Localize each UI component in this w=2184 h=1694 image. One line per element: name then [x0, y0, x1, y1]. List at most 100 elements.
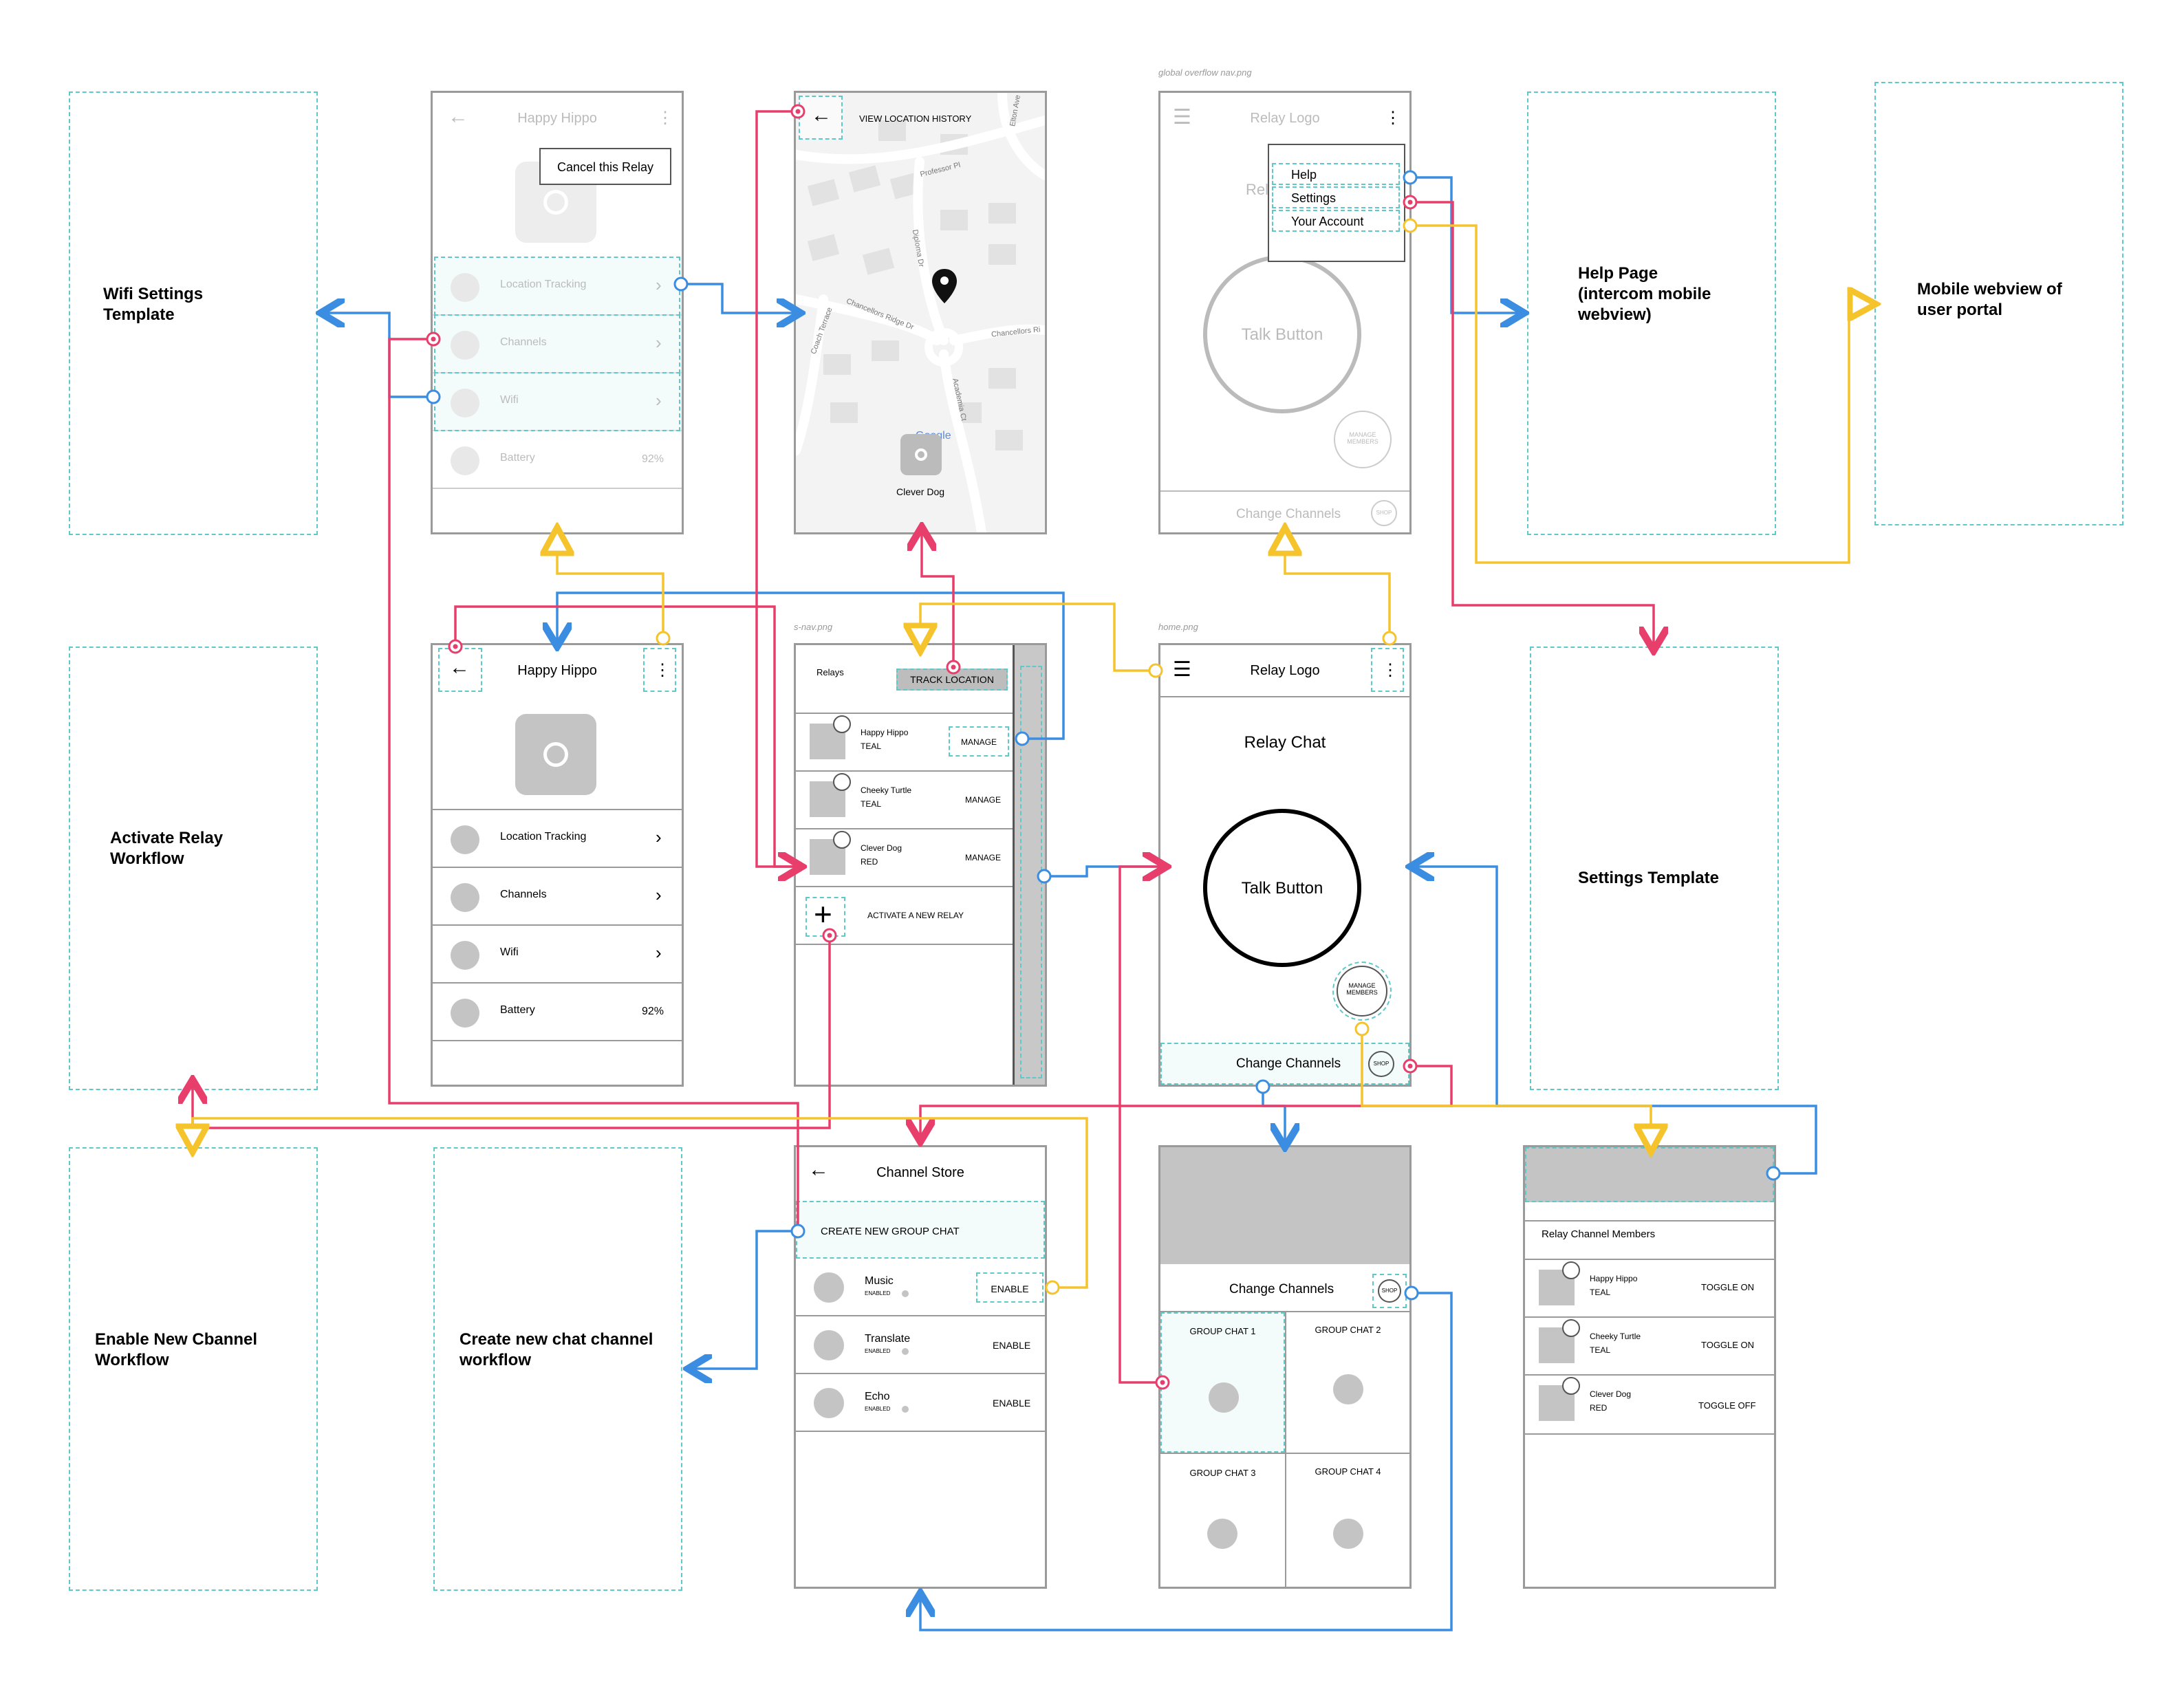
- status-dot: [902, 1406, 909, 1413]
- create-group-chat-button[interactable]: CREATE NEW GROUP CHAT: [796, 1201, 1045, 1259]
- group-chat-icon: [1209, 1382, 1239, 1413]
- shop-button[interactable]: SHOP: [1371, 500, 1397, 526]
- back-button[interactable]: ←: [438, 648, 482, 692]
- connector-line: [1044, 867, 1167, 876]
- manage-label[interactable]: MANAGE: [965, 853, 1002, 862]
- member-color: TEAL: [1590, 1345, 1611, 1355]
- connector-node: [1403, 218, 1418, 233]
- talk-button[interactable]: Talk Button: [1203, 809, 1361, 967]
- drawer-divider: [796, 713, 1013, 714]
- battery-icon: [451, 446, 479, 475]
- connector-line: [1361, 1029, 1651, 1150]
- row-icon: [451, 273, 479, 302]
- group-chat-tile[interactable]: GROUP CHAT 4: [1285, 1454, 1409, 1587]
- enable-channel-workflow-box: Enable New Cbannel Workflow: [69, 1147, 318, 1591]
- location-pin-icon: [932, 269, 957, 303]
- channel-name: Music: [865, 1275, 894, 1287]
- enable-label[interactable]: ENABLE: [993, 1340, 1031, 1351]
- group-chat-icon: [1207, 1519, 1237, 1549]
- group-chat-tile[interactable]: GROUP CHAT 2: [1285, 1312, 1409, 1453]
- group-chat-label: GROUP CHAT 1: [1189, 1326, 1256, 1336]
- member-toggle[interactable]: TOGGLE ON: [1701, 1282, 1755, 1292]
- overflow-menu-icon: ⋮: [1382, 661, 1398, 680]
- chevron-right-icon: ›: [656, 332, 662, 353]
- relay-list-item[interactable]: Cheeky Turtle TEAL MANAGE: [796, 772, 1013, 829]
- row-label: Battery: [500, 452, 535, 464]
- menu-item-your-account[interactable]: Your Account: [1272, 210, 1400, 232]
- row-label: Location Tracking: [500, 831, 587, 843]
- change-channels-label[interactable]: Change Channels: [1236, 507, 1341, 521]
- connector-node: [1404, 1285, 1419, 1301]
- activate-relay-workflow-label: Activate Relay Workflow: [110, 829, 224, 868]
- connector-line: [321, 313, 432, 398]
- app-logo: Relay Logo: [1250, 111, 1320, 126]
- relay-status-circle: [833, 831, 851, 849]
- relay-list-item[interactable]: Clever Dog RED MANAGE: [796, 829, 1013, 887]
- enable-button[interactable]: ENABLE: [976, 1272, 1044, 1303]
- add-button[interactable]: +: [806, 896, 845, 937]
- manage-label[interactable]: MANAGE: [965, 795, 1002, 805]
- channel-status: ENABLED: [865, 1290, 891, 1296]
- channel-list-item[interactable]: Echo ENABLED ENABLE: [796, 1374, 1045, 1432]
- hamburger-icon[interactable]: ☰: [1173, 106, 1191, 129]
- page-title: Relay Channel Members: [1542, 1228, 1656, 1240]
- menu-item-help[interactable]: Help: [1272, 163, 1400, 185]
- menu-item-settings[interactable]: Settings: [1272, 186, 1400, 208]
- channel-list-item[interactable]: Music ENABLED ENABLE: [796, 1259, 1045, 1316]
- hamburger-icon[interactable]: ☰: [1173, 658, 1191, 681]
- list-item[interactable]: Channels ›: [433, 868, 682, 926]
- member-toggle[interactable]: TOGGLE ON: [1701, 1340, 1755, 1350]
- device-thumbnail[interactable]: [900, 434, 942, 475]
- list-item[interactable]: Channels ›: [433, 316, 682, 373]
- manage-members-button[interactable]: MANAGE MEMBERS: [1334, 411, 1392, 468]
- connector-node: [1382, 631, 1397, 646]
- cancel-relay-popup[interactable]: Cancel this Relay: [539, 148, 671, 185]
- overflow-menu-icon[interactable]: ⋮: [1385, 109, 1401, 127]
- list-item[interactable]: Wifi ›: [433, 926, 682, 984]
- member-toggle[interactable]: TOGGLE OFF: [1698, 1400, 1756, 1411]
- relay-name: Clever Dog: [861, 843, 902, 853]
- manage-members-button[interactable]: MANAGE MEMBERS: [1332, 962, 1392, 1021]
- page-title: Channel Store: [876, 1165, 964, 1180]
- relay-status-circle: [833, 715, 851, 733]
- member-list-item[interactable]: Happy Hippo TEAL TOGGLE ON: [1525, 1260, 1774, 1318]
- connector-node: [790, 1224, 806, 1239]
- relay-list-item[interactable]: Happy Hippo TEAL MANAGE: [796, 714, 1013, 772]
- screen-caption: global overflow nav.png: [1158, 67, 1252, 78]
- group-chat-icon: [1333, 1519, 1363, 1549]
- nav-scrim: [1015, 645, 1045, 1085]
- row-label: Channels: [500, 889, 547, 900]
- overflow-menu-icon[interactable]: ⋮: [657, 109, 673, 127]
- activate-relay-item[interactable]: + ACTIVATE A NEW RELAY: [796, 887, 1013, 945]
- group-chat-label: GROUP CHAT 3: [1189, 1468, 1256, 1478]
- row-icon: [451, 389, 479, 417]
- member-name: Happy Hippo: [1590, 1274, 1638, 1283]
- list-item[interactable]: Wifi ›: [433, 373, 682, 431]
- overflow-menu-button[interactable]: ⋮: [643, 648, 676, 692]
- list-item[interactable]: Location Tracking ›: [433, 258, 682, 316]
- create-group-chat-label: CREATE NEW GROUP CHAT: [821, 1226, 960, 1237]
- enable-label[interactable]: ENABLE: [993, 1398, 1031, 1409]
- back-arrow-icon[interactable]: ←: [448, 105, 468, 128]
- device-lens-icon: [543, 190, 568, 215]
- relay-name: Happy Hippo: [861, 728, 909, 737]
- member-list-item[interactable]: Clever Dog RED TOGGLE OFF: [1525, 1376, 1774, 1435]
- manage-label: MANAGE: [960, 737, 997, 747]
- change-channels-bar[interactable]: Change Channels SHOP: [1160, 1043, 1409, 1085]
- connector-line: [681, 283, 801, 313]
- back-arrow-icon[interactable]: ←: [808, 1158, 829, 1181]
- list-item[interactable]: Location Tracking ›: [433, 810, 682, 868]
- manage-button[interactable]: MANAGE: [949, 726, 1009, 757]
- shop-button[interactable]: SHOP: [1368, 1051, 1394, 1077]
- help-page-label: Help Page (intercom mobile webview): [1578, 264, 1711, 324]
- channel-icon: [814, 1272, 844, 1303]
- member-name: Clever Dog: [1590, 1389, 1632, 1399]
- member-list-item[interactable]: Cheeky Turtle TEAL TOGGLE ON: [1525, 1318, 1774, 1376]
- group-chat-tile[interactable]: GROUP CHAT 3: [1160, 1454, 1285, 1587]
- connector-node: [656, 631, 671, 646]
- activate-relay-label: ACTIVATE A NEW RELAY: [867, 911, 964, 920]
- change-channels-screen: Change Channels SHOP GROUP CHAT 1 GROUP …: [1158, 1145, 1412, 1589]
- channel-list-item[interactable]: Translate ENABLED ENABLE: [796, 1316, 1045, 1374]
- connector-node: [1045, 1280, 1060, 1295]
- overflow-menu-button[interactable]: ⋮: [1371, 648, 1404, 692]
